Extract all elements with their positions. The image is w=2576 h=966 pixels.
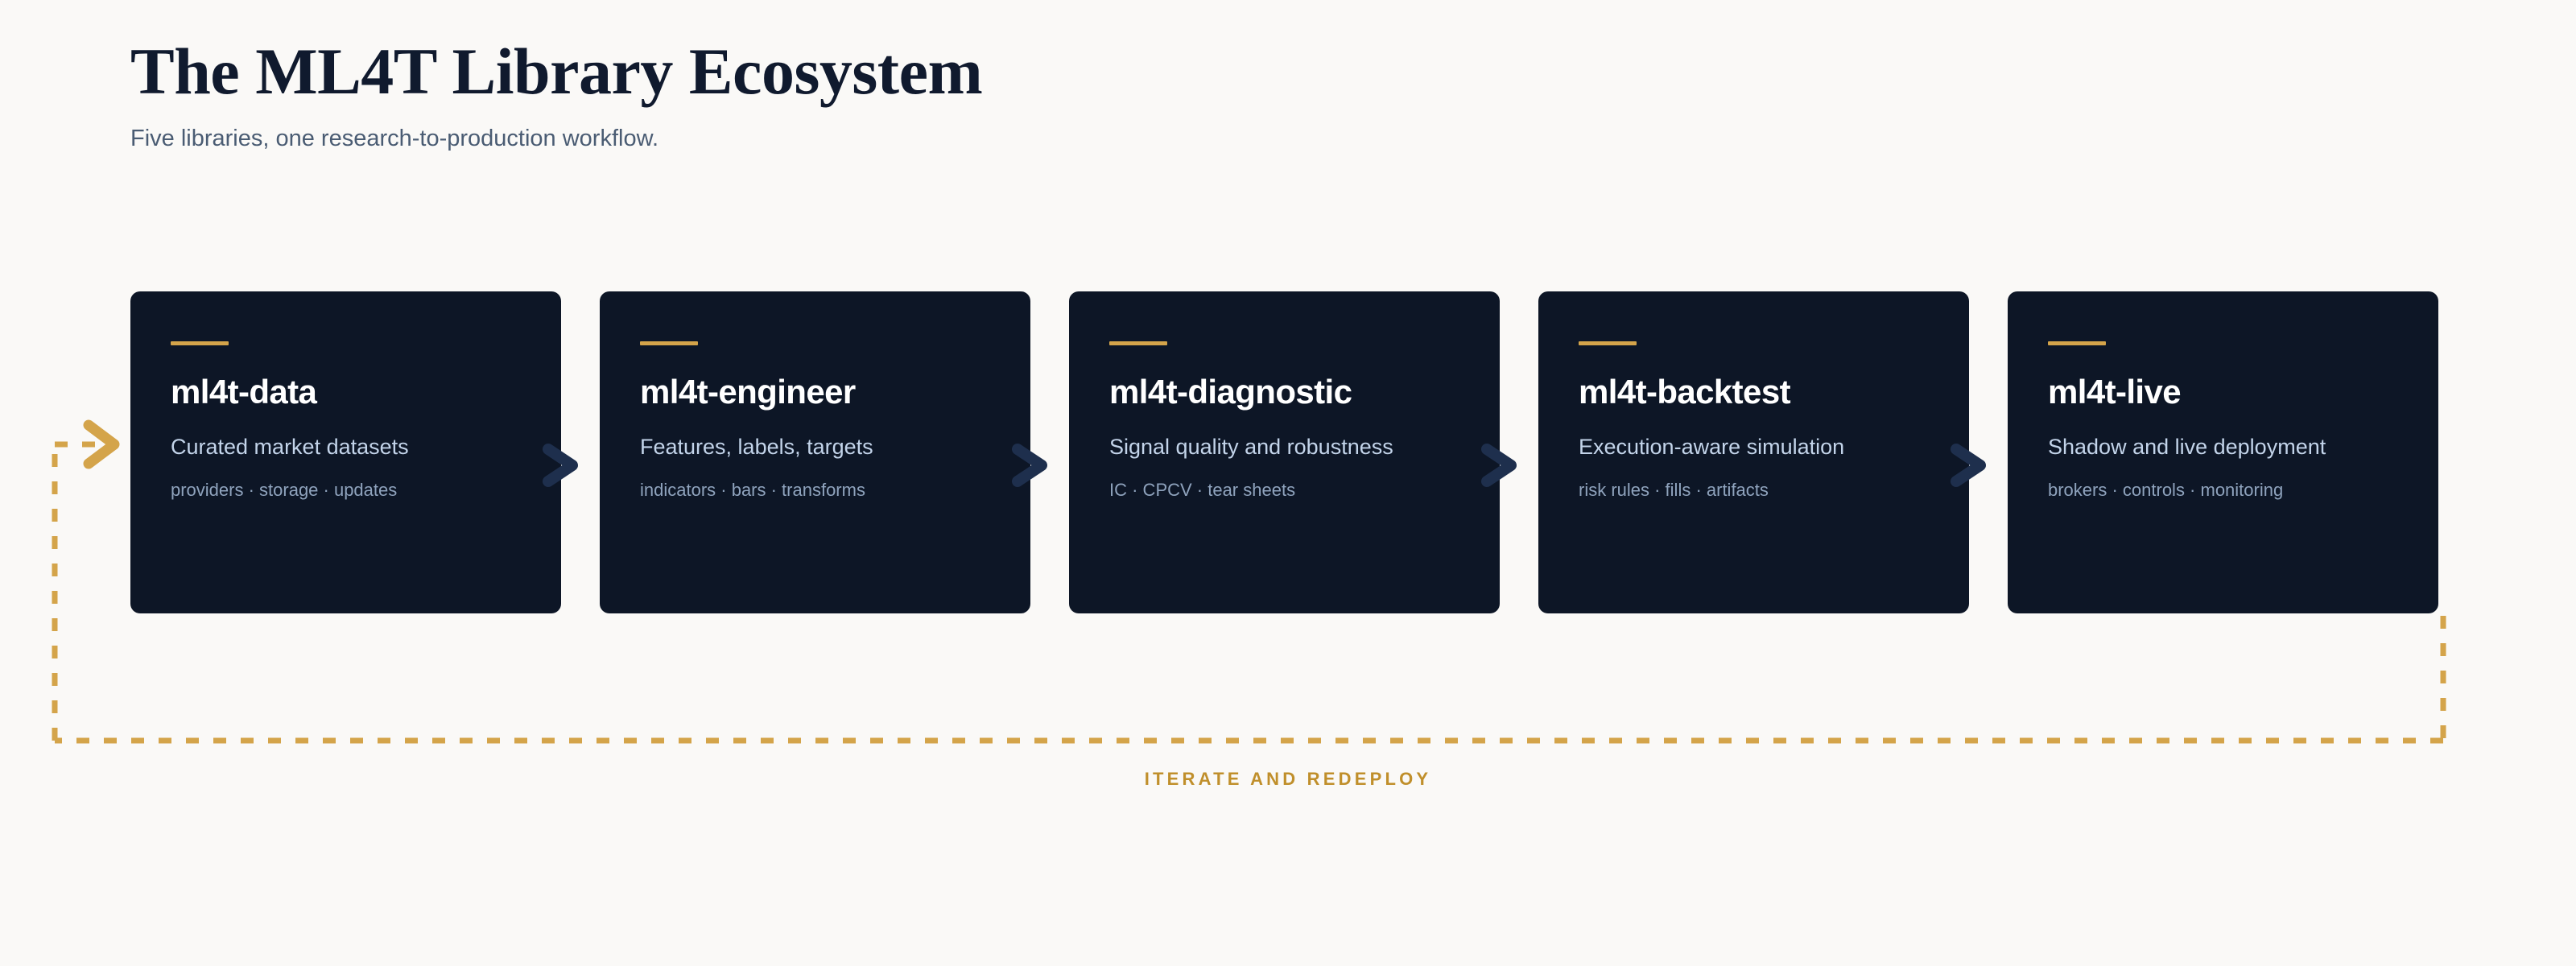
page-subtitle: Five libraries, one research-to-producti…	[130, 126, 658, 151]
card-tags: risk rules · fills · artifacts	[1579, 480, 1769, 500]
card-tags: indicators · bars · transforms	[640, 480, 865, 500]
feedback-loop-label: ITERATE AND REDEPLOY	[1144, 769, 1432, 789]
pipeline-card-ml4t-data[interactable]: ml4t-data Curated market datasets provid…	[130, 291, 561, 613]
header: The ML4T Library Ecosystem Five librarie…	[130, 39, 2465, 152]
card-title: ml4t-live	[2048, 373, 2182, 411]
chevron-right-icon	[1471, 436, 1529, 494]
card-title: ml4t-backtest	[1579, 373, 1791, 411]
chevron-right-icon	[1940, 436, 1998, 494]
card-accent-bar	[1109, 341, 1167, 345]
card-accent-bar	[2048, 341, 2106, 345]
card-title: ml4t-engineer	[640, 373, 856, 411]
card-accent-bar	[640, 341, 698, 345]
pipeline-card-ml4t-live[interactable]: ml4t-live Shadow and live deployment bro…	[2008, 291, 2438, 613]
card-tags: IC · CPCV · tear sheets	[1109, 480, 1296, 500]
card-tags: brokers · controls · monitoring	[2048, 480, 2284, 500]
card-description: Curated market datasets	[171, 435, 409, 459]
page-title: The ML4T Library Ecosystem	[130, 35, 983, 108]
card-description: Shadow and live deployment	[2048, 435, 2326, 459]
card-accent-bar	[171, 341, 229, 345]
chevron-right-icon	[1001, 436, 1059, 494]
card-title: ml4t-diagnostic	[1109, 373, 1352, 411]
pipeline-card-ml4t-backtest[interactable]: ml4t-backtest Execution-aware simulation…	[1538, 291, 1969, 613]
card-tags: providers · storage · updates	[171, 480, 398, 500]
card-accent-bar	[1579, 341, 1637, 345]
card-title: ml4t-data	[171, 373, 317, 411]
pipeline-card-ml4t-engineer[interactable]: ml4t-engineer Features, labels, targets …	[600, 291, 1030, 613]
pipeline-card-ml4t-diagnostic[interactable]: ml4t-diagnostic Signal quality and robus…	[1069, 291, 1500, 613]
pipeline-row: ml4t-data Curated market datasets provid…	[130, 291, 2443, 613]
chevron-right-icon	[532, 436, 590, 494]
card-description: Execution-aware simulation	[1579, 435, 1845, 459]
card-description: Signal quality and robustness	[1109, 435, 1393, 459]
loop-arrowhead-icon	[83, 419, 120, 469]
card-description: Features, labels, targets	[640, 435, 873, 459]
